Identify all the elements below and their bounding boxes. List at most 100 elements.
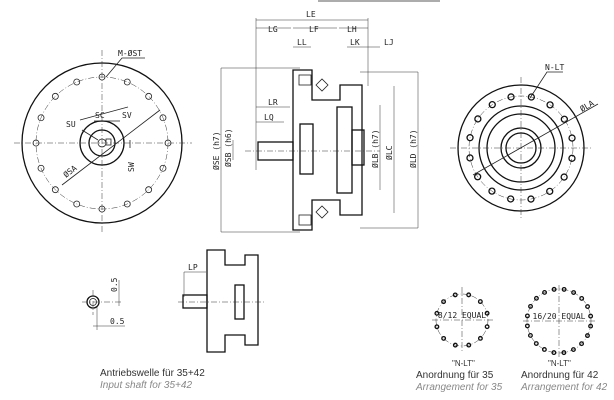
arrangement-42-title: "N-LT" <box>548 359 571 368</box>
arrangement-35-caption-de: Anordnung für 35 <box>416 370 494 381</box>
bolt-hole <box>145 92 153 100</box>
front-view-output: N-LT ØLA <box>450 63 599 220</box>
bolt-hole <box>533 295 539 301</box>
bolt-hole <box>452 292 458 298</box>
bolt-hole <box>579 341 585 347</box>
bolt-hole <box>546 187 554 195</box>
lg-label: LG <box>268 25 278 34</box>
arrangement-42-caption-en: Arrangement for 42 <box>521 382 608 393</box>
sc-label: SC <box>95 111 105 120</box>
bolt-hole <box>579 295 585 301</box>
bolt-hole <box>488 187 496 195</box>
bolt-hole <box>466 134 474 142</box>
bolt-hole <box>477 335 483 341</box>
bolt-hole <box>434 310 440 316</box>
arrangement-42: 16/20 EQUAL <box>523 285 596 358</box>
input-shaft-detail: 0.5 0.5 LP <box>82 249 265 353</box>
bolt-hole <box>484 310 490 316</box>
sv-label: SV <box>122 111 132 120</box>
su-label: SU <box>66 120 76 129</box>
bolt-hole <box>484 324 490 330</box>
le-label: LE <box>306 10 316 19</box>
la-label: ØLA <box>578 98 596 114</box>
bolt-hole <box>527 93 535 101</box>
lj-label: LJ <box>384 38 394 47</box>
arrangement-35-title: "N-LT" <box>452 359 475 368</box>
lf-label: LF <box>309 25 319 34</box>
bolt-hole <box>568 154 576 162</box>
bolt-hole <box>527 332 533 338</box>
bolt-hole <box>551 350 557 356</box>
input-shaft-caption-en: Input shaft for 35+42 <box>100 380 193 391</box>
lq-label: LQ <box>264 113 274 122</box>
sw-label: SW <box>127 162 136 172</box>
dim-b-label: 0.5 <box>110 317 125 326</box>
bolt-hole <box>551 286 557 292</box>
bolt-hole <box>466 292 472 298</box>
side-section-view: LE LG LF LH LL LK LJ LR LQ ØSE (h7) ØSB … <box>211 10 419 233</box>
bolt-hole <box>560 173 568 181</box>
arrangement-35-caption-en: Arrangement for 35 <box>416 382 503 393</box>
bolt-hole <box>524 323 530 329</box>
bolt-hole <box>588 313 594 319</box>
dim-a-label: 0.5 <box>110 277 119 292</box>
bolt-hole <box>434 324 440 330</box>
bolt-hole <box>32 139 40 147</box>
se-label: ØSE (h7) <box>211 131 221 170</box>
bolt-hole <box>123 78 131 86</box>
bolt-hole <box>570 347 576 353</box>
bolt-hole <box>541 347 547 352</box>
bolt-hole <box>51 186 59 194</box>
bolt-hole <box>466 342 472 348</box>
bolt-hole <box>159 114 167 122</box>
bolts-label: M-ØST <box>118 48 142 58</box>
ld-label: ØLD (h7) <box>408 129 418 168</box>
bolt-hole <box>37 164 45 172</box>
bolt-hole <box>466 154 474 162</box>
bolt-hole <box>98 205 106 213</box>
bolt-hole <box>568 134 576 142</box>
bolt-hole <box>37 114 45 122</box>
bolt-hole <box>441 299 447 305</box>
bolt-hole <box>588 323 594 329</box>
input-bearing <box>299 123 314 175</box>
bolt-hole <box>73 78 81 86</box>
lc-label: ØLC <box>384 145 394 160</box>
output-bearing <box>351 129 365 166</box>
bolt-hole <box>73 200 81 208</box>
bolt-hole <box>560 115 568 123</box>
bolt-hole <box>524 313 530 319</box>
bolt-hole <box>561 286 567 292</box>
bolt-hole <box>571 290 577 295</box>
bolt-hole <box>474 115 482 123</box>
bolt-hole <box>585 333 590 339</box>
lh-label: LH <box>347 25 357 34</box>
bolt-hole <box>477 299 483 305</box>
bolt-hole <box>98 73 106 81</box>
bolt-hole <box>533 341 539 347</box>
bolt-hole <box>546 101 554 109</box>
bolt-hole <box>51 92 59 100</box>
bolt-hole <box>452 342 458 348</box>
bolt-hole <box>507 195 515 203</box>
ll-label: LL <box>297 38 307 47</box>
bolt-hole <box>123 200 131 208</box>
arrangement-42-caption-de: Anordnung für 42 <box>521 370 599 381</box>
arrangement-35: 8/12 EQUAL <box>432 287 494 352</box>
sb-label: ØSB (h6) <box>223 128 233 167</box>
main-bearing <box>336 106 353 194</box>
bolt-hole <box>164 139 172 147</box>
bolt-hole <box>488 101 496 109</box>
lr-label: LR <box>268 98 278 107</box>
bolt-hole <box>527 195 535 203</box>
lb-label: ØLB (h7) <box>370 129 380 168</box>
lp-label: LP <box>188 263 198 272</box>
front-view-input: M-ØST SC SV SU ØSA SW <box>14 48 192 232</box>
bolt-hole <box>561 350 567 356</box>
bolt-hole <box>441 335 447 341</box>
input-shaft-caption-de: Antriebswelle für 35+42 <box>100 368 205 379</box>
bolt-hole <box>474 173 482 181</box>
arrangement-42-label: 16/20 EQUAL <box>533 312 586 321</box>
bolt-hole <box>507 93 515 101</box>
